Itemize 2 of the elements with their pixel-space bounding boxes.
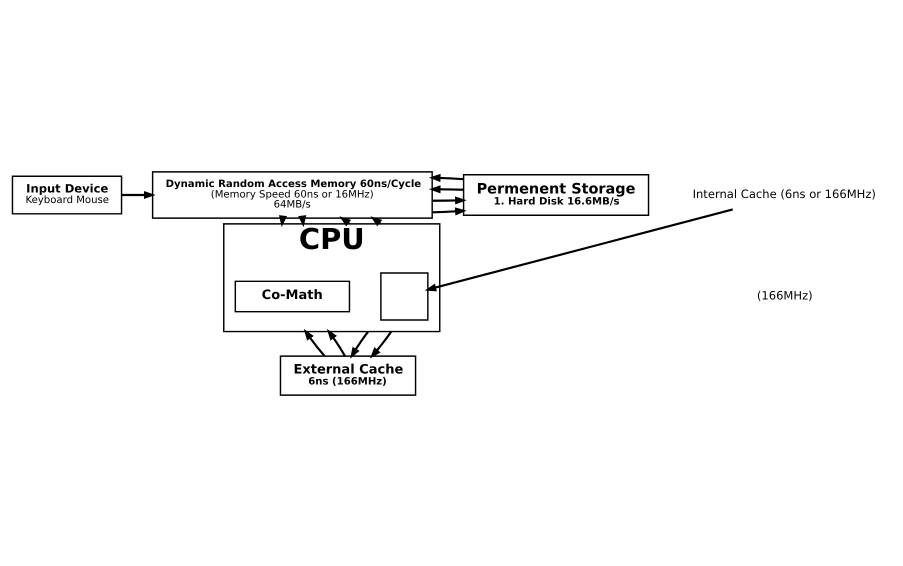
label: (166MHz)	[756, 288, 813, 302]
node-text: Internal Cache (6ns or 166MHz)	[692, 186, 876, 200]
